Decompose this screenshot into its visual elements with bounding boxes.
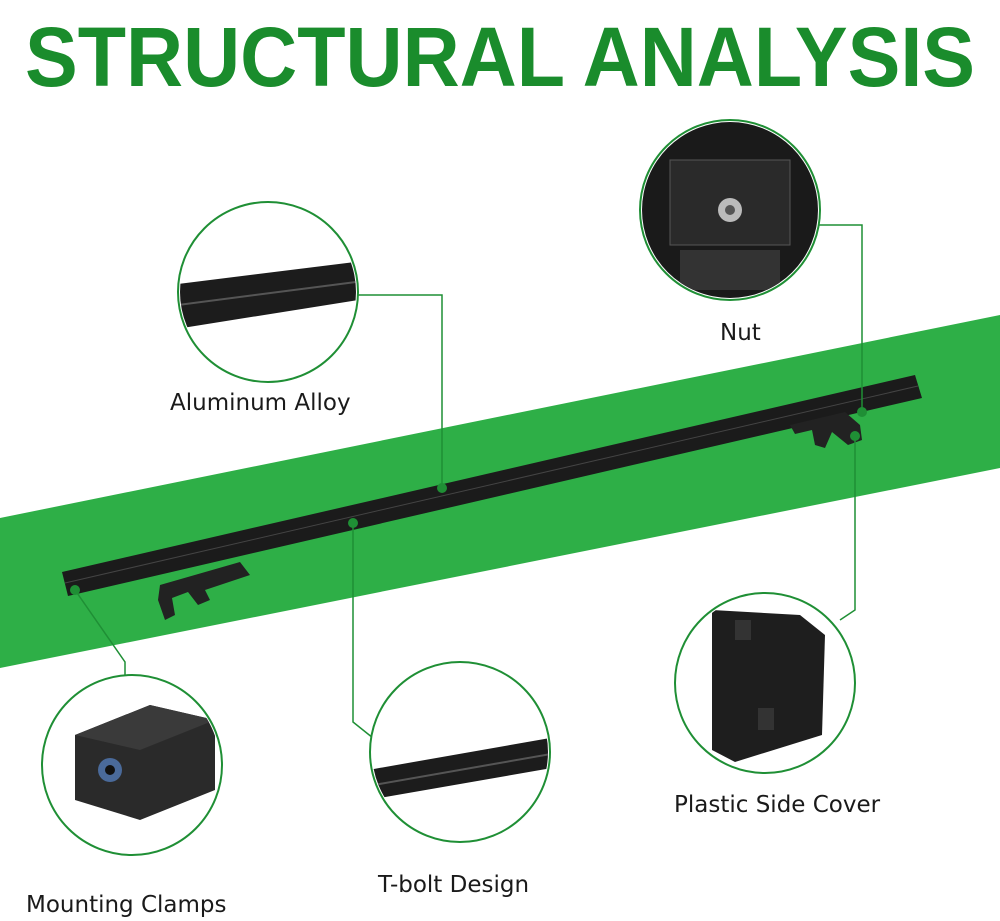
t-bolt-design-detail bbox=[369, 661, 551, 843]
plastic-side-cover-detail bbox=[674, 592, 856, 774]
mounting-clamps-detail bbox=[41, 674, 223, 856]
nut-detail bbox=[639, 119, 821, 301]
crossbar bbox=[62, 375, 922, 620]
page-title: STRUCTURAL ANALYSIS bbox=[25, 10, 975, 104]
aluminum-alloy-detail bbox=[177, 201, 359, 383]
label-mounting-clamps: Mounting Clamps bbox=[26, 892, 227, 918]
label-t-bolt-design: T-bolt Design bbox=[377, 872, 529, 898]
mounting-clamp-right bbox=[790, 412, 862, 448]
label-nut: Nut bbox=[720, 320, 761, 346]
leader-lines bbox=[70, 224, 867, 743]
label-plastic-side-cover: Plastic Side Cover bbox=[674, 792, 881, 818]
mounting-clamp-left bbox=[158, 562, 250, 620]
label-aluminum-alloy: Aluminum Alloy bbox=[170, 390, 351, 416]
